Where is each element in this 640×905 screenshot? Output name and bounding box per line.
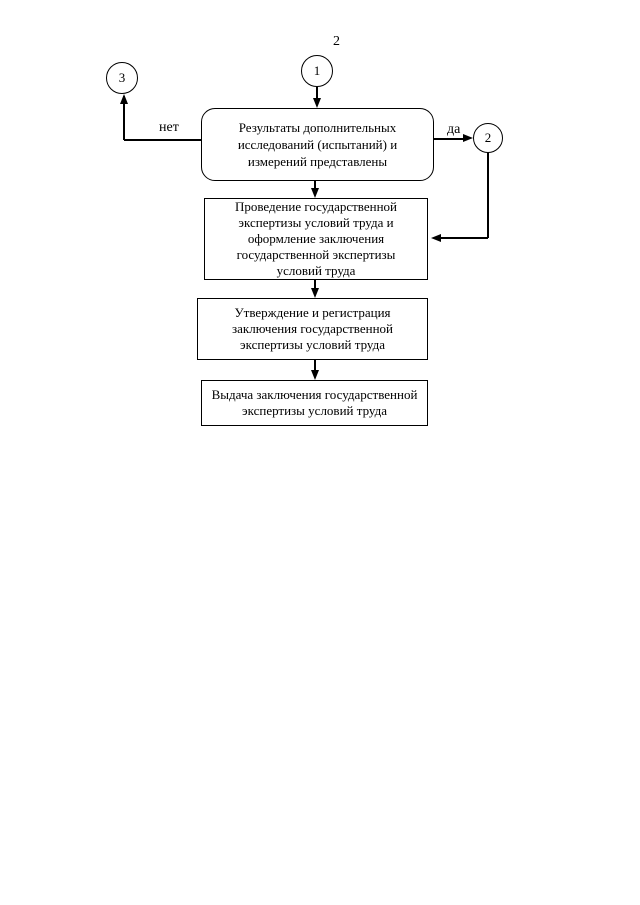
arrowhead-left-icon <box>431 233 441 242</box>
page-number: 2 <box>333 34 340 49</box>
edge-line-c2-vertical <box>487 153 489 238</box>
arrowhead-down-icon <box>312 98 321 108</box>
process-expertise-box: Проведение государственной экспертизы ус… <box>204 198 428 280</box>
arrowhead-down-icon <box>310 370 319 380</box>
edge-line-no-vertical <box>123 96 125 140</box>
connector-node-3-label: 3 <box>118 70 126 85</box>
edge-line-expertise-to-approval <box>314 280 316 291</box>
connector-node-1-label: 1 <box>313 63 321 78</box>
connector-node-2-label: 2 <box>484 130 492 145</box>
decision-results-box: Результаты дополнительных исследований (… <box>201 108 434 181</box>
arrowhead-down-icon <box>310 188 319 198</box>
process-issue-box: Выдача заключения государственной экспер… <box>201 380 428 426</box>
edge-line-decision-to-expertise <box>314 181 316 191</box>
arrowhead-up-icon <box>119 94 128 104</box>
connector-node-1: 1 <box>301 55 333 87</box>
edge-line-approval-to-issue <box>314 360 316 372</box>
process-approval-box: Утверждение и регистрация заключения гос… <box>197 298 428 360</box>
arrowhead-down-icon <box>310 288 319 298</box>
edge-line-no-horizontal <box>124 139 201 141</box>
edge-line-c2-horizontal <box>438 237 488 239</box>
arrowhead-right-icon <box>463 133 473 142</box>
connector-node-2: 2 <box>473 123 503 153</box>
edge-label-yes: да <box>447 122 461 137</box>
connector-node-3: 3 <box>106 62 138 94</box>
edge-label-no: нет <box>159 120 179 135</box>
edge-line-yes <box>434 138 465 140</box>
edge-line-c1-to-decision <box>316 87 318 100</box>
